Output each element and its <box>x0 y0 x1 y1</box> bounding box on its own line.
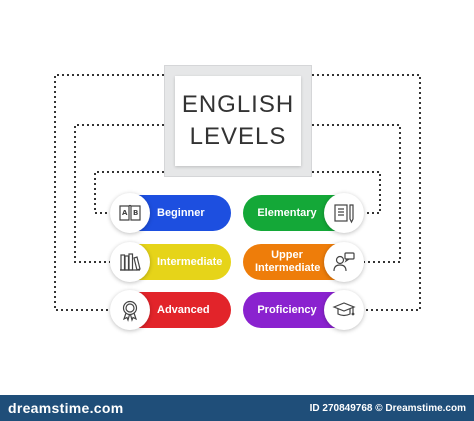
svg-text:B: B <box>133 209 138 217</box>
level-advanced: Advanced <box>110 290 231 330</box>
connector-advanced <box>54 74 164 311</box>
graduation-cap-icon <box>324 290 364 330</box>
speaking-person-icon <box>324 242 364 282</box>
ab-book-icon: A B <box>110 193 150 233</box>
footer-bar: dreamstime.com ID 270849768 © Dreamstime… <box>0 395 474 421</box>
level-elementary: Elementary <box>243 193 364 233</box>
footer-brand: dreamstime.com <box>8 400 124 416</box>
title-box: ENGLISH LEVELS <box>164 65 312 177</box>
title-line-2: LEVELS <box>189 123 287 150</box>
footer-image-id: ID 270849768 © Dreamstime.com <box>309 402 466 414</box>
level-label-beginner: Beginner <box>157 206 205 219</box>
notebook-pencil-icon <box>324 193 364 233</box>
level-label-intermediate: Intermediate <box>157 255 223 268</box>
level-label-upper-intermediate: Upper Intermediate <box>255 249 321 274</box>
level-label-elementary: Elementary <box>257 206 317 219</box>
level-proficiency: Proficiency <box>243 290 364 330</box>
level-intermediate: Intermediate <box>110 242 231 282</box>
connector-upper-intermediate <box>312 124 401 263</box>
connector-elementary <box>312 171 381 214</box>
title-line-1: ENGLISH <box>181 91 295 118</box>
level-label-proficiency: Proficiency <box>257 303 317 316</box>
level-upper-intermediate: Upper Intermediate <box>243 242 364 282</box>
title-card: ENGLISH LEVELS <box>175 76 301 166</box>
connector-intermediate <box>74 124 164 263</box>
level-label-advanced: Advanced <box>157 303 210 316</box>
award-medal-icon <box>110 290 150 330</box>
books-icon <box>110 242 150 282</box>
svg-text:A: A <box>122 209 128 217</box>
connector-proficiency <box>312 74 421 311</box>
level-beginner: A B Beginner <box>110 193 231 233</box>
